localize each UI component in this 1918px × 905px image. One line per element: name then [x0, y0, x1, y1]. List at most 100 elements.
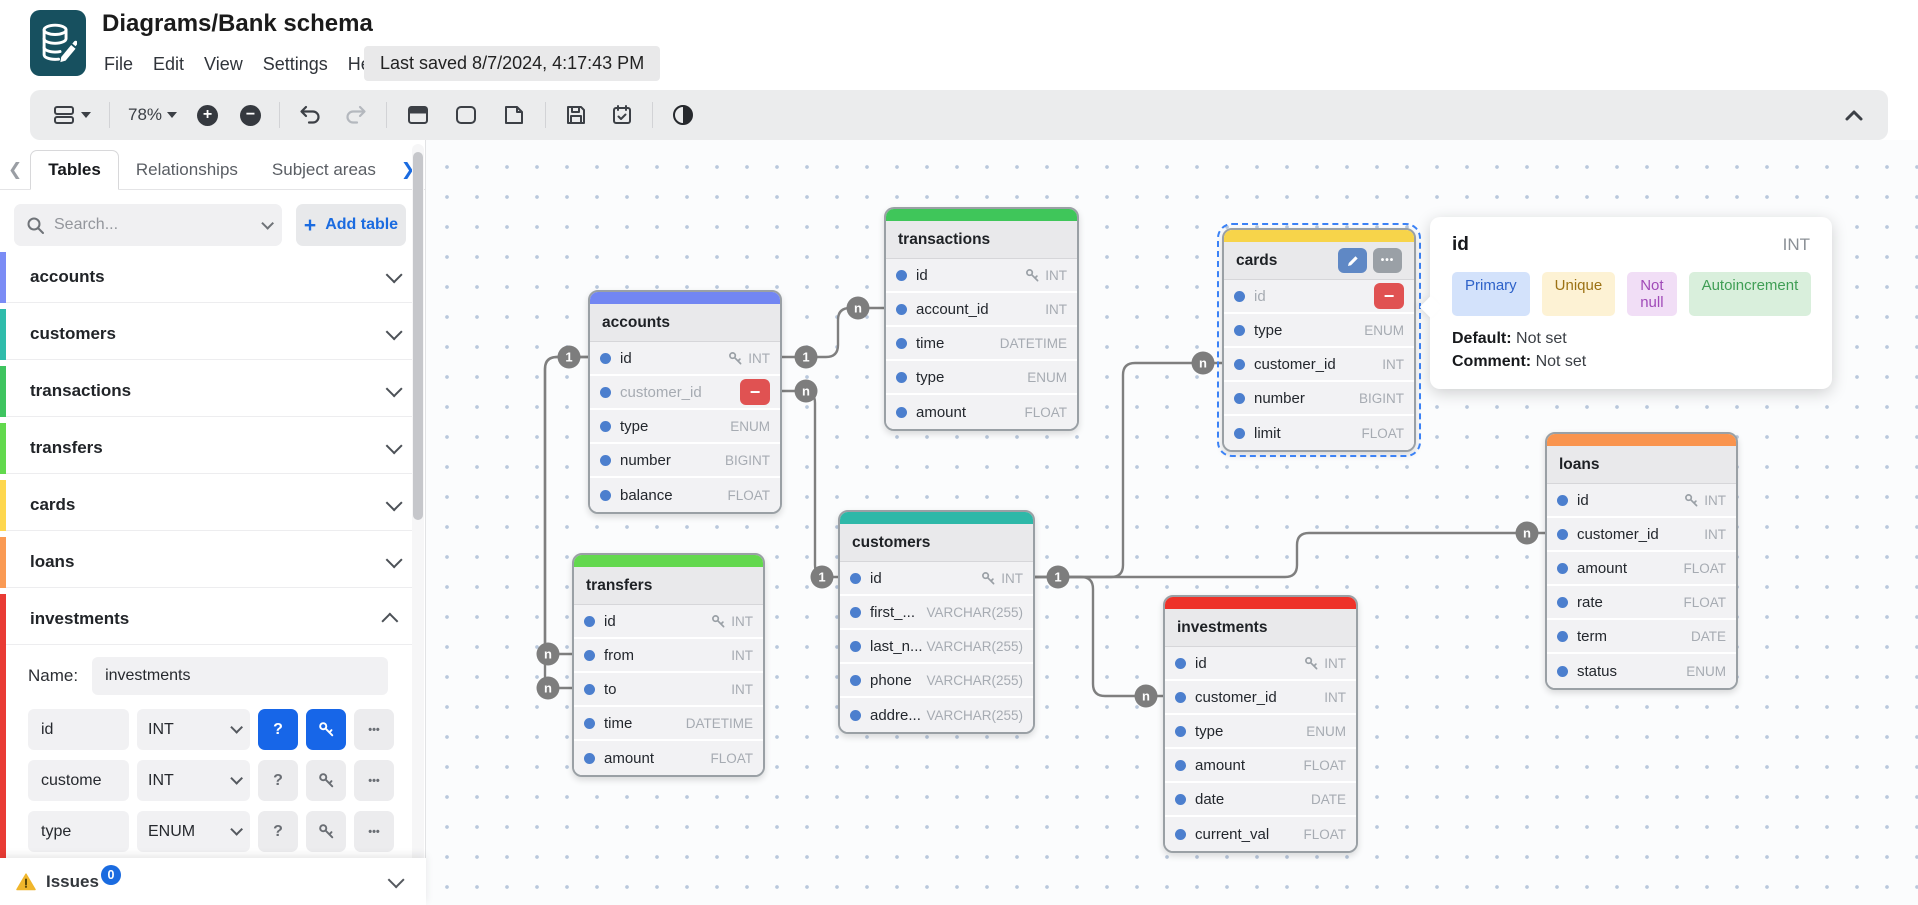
tab-subject-areas[interactable]: Subject areas	[271, 160, 376, 179]
field-name-input[interactable]: id	[28, 709, 129, 750]
chevron-down-icon[interactable]	[387, 870, 405, 888]
undo-button[interactable]	[294, 101, 326, 129]
nullable-toggle-button[interactable]: ?	[258, 811, 298, 852]
edit-table-button[interactable]	[1338, 248, 1367, 273]
field-name-input[interactable]: type	[28, 811, 129, 852]
chevron-down-icon[interactable]	[385, 551, 403, 569]
delete-field-button[interactable]: −	[1374, 283, 1404, 309]
table-header[interactable]: cards•••	[1224, 242, 1414, 280]
field-name-input[interactable]: custome	[28, 760, 129, 801]
primary-key-toggle-button[interactable]	[306, 760, 346, 801]
table-header[interactable]: transfers	[574, 567, 763, 605]
field-more-button[interactable]: •••	[354, 811, 394, 852]
chevron-down-icon[interactable]	[385, 323, 403, 341]
table-list-row-transactions[interactable]: transactions	[6, 366, 412, 417]
field-more-button[interactable]: •••	[354, 760, 394, 801]
field-type-select[interactable]: INT	[137, 709, 250, 750]
theme-toggle-button[interactable]	[667, 100, 699, 130]
menu-view[interactable]: View	[204, 54, 243, 74]
chevron-down-icon[interactable]	[385, 266, 403, 284]
table-search-box[interactable]	[14, 204, 282, 246]
table-field-addre[interactable]: addre...VARCHAR(255)	[840, 698, 1033, 732]
sidebar-scrollbar[interactable]	[412, 144, 424, 901]
field-type-select[interactable]: INT	[137, 760, 250, 801]
add-table-button[interactable]: + Add table	[296, 204, 406, 246]
field-type-select[interactable]: ENUM	[137, 811, 250, 852]
zoom-out-button[interactable]: −	[236, 102, 265, 129]
menu-file[interactable]: File	[104, 54, 134, 74]
table-name-input[interactable]	[92, 657, 389, 695]
tab-relationships[interactable]: Relationships	[135, 160, 238, 179]
chevron-down-icon[interactable]	[385, 380, 403, 398]
table-list-row-transfers[interactable]: transfers	[6, 423, 412, 474]
table-field-id[interactable]: id−	[1224, 280, 1414, 314]
tab-tables[interactable]: Tables	[30, 150, 119, 190]
add-note-button[interactable]	[497, 100, 531, 130]
save-button[interactable]	[560, 100, 592, 130]
menu-edit[interactable]: Edit	[153, 54, 185, 74]
table-header[interactable]: customers	[840, 524, 1033, 562]
table-list-row-customers[interactable]: customers	[6, 309, 412, 360]
table-list-row-investments[interactable]: investments	[6, 594, 412, 645]
table-list-row-cards[interactable]: cards	[6, 480, 412, 531]
issues-bar[interactable]: Issues 0	[0, 858, 426, 905]
zoom-in-button[interactable]: +	[193, 102, 222, 129]
tabs-scroll-left-chevron[interactable]: ❮	[8, 160, 23, 179]
nullable-toggle-button[interactable]: ?	[258, 760, 298, 801]
table-header[interactable]: loans	[1547, 446, 1736, 484]
add-area-button[interactable]	[449, 100, 483, 130]
chevron-down-icon[interactable]	[385, 437, 403, 455]
zoom-level-button[interactable]: 78%	[124, 102, 181, 128]
menu-settings[interactable]: Settings	[262, 54, 328, 74]
redo-button[interactable]	[340, 101, 372, 129]
primary-key-toggle-button[interactable]	[306, 811, 346, 852]
table-field-last_n[interactable]: last_n...VARCHAR(255)	[840, 630, 1033, 664]
todo-button[interactable]	[606, 100, 638, 130]
add-table-tool-button[interactable]	[401, 100, 435, 130]
layout-menu-button[interactable]	[48, 101, 95, 129]
delete-field-button[interactable]: −	[740, 379, 770, 405]
primary-key-toggle-button[interactable]	[306, 709, 346, 750]
app-logo[interactable]	[30, 10, 86, 76]
collapse-header-button[interactable]	[1838, 104, 1870, 126]
field-more-button[interactable]: •••	[354, 709, 394, 750]
table-more-button[interactable]: •••	[1373, 248, 1402, 273]
table-header[interactable]: transactions	[886, 221, 1077, 259]
